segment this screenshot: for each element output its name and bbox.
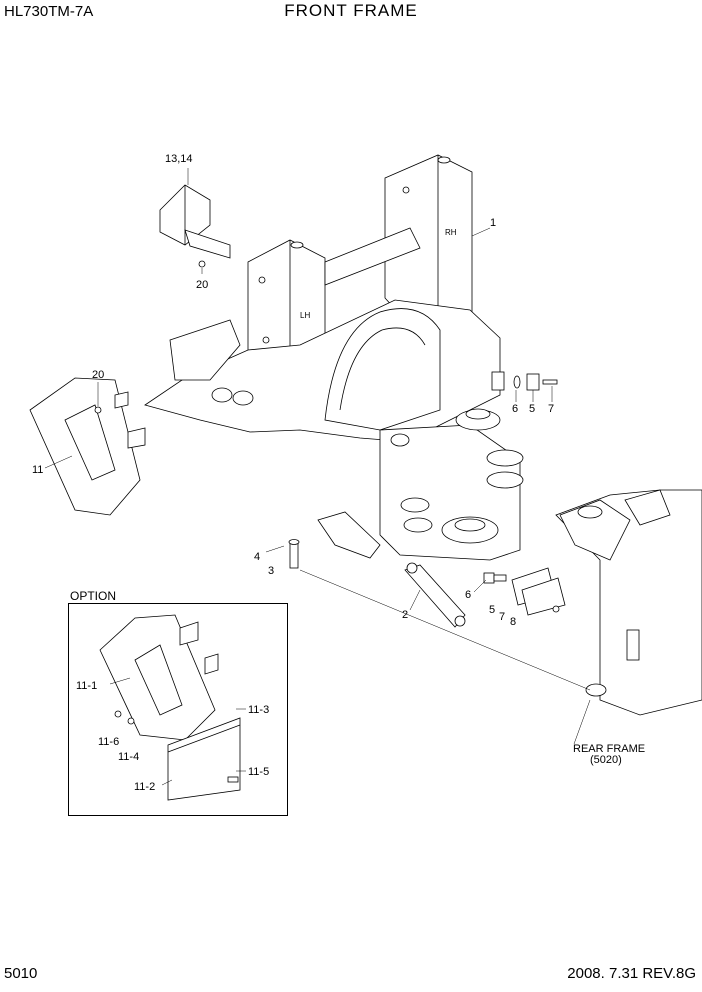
callout-5-top: 5 [529, 403, 535, 415]
callout-6-top: 6 [512, 403, 518, 415]
link-2 [404, 562, 466, 628]
pads-5-6-7-8 [483, 567, 566, 616]
callout-8: 8 [510, 616, 516, 628]
callout-11: 11 [32, 464, 43, 476]
callout-6-bottom: 6 [465, 589, 471, 601]
bracket-13-14 [159, 184, 231, 268]
leader-lines [44, 168, 591, 786]
callout-20-top: 20 [196, 279, 208, 291]
rear-frame-ref: (5020) [590, 754, 622, 766]
option-label: OPTION [70, 589, 117, 603]
fender-11 [29, 377, 146, 516]
pin-3-4 [265, 539, 300, 569]
callout-11-3: 11-3 [248, 704, 269, 716]
rear-frame-label: REAR FRAME [573, 743, 645, 755]
page-title: FRONT FRAME [284, 1, 418, 20]
callout-11-4: 11-4 [118, 751, 139, 763]
callout-4: 4 [254, 551, 260, 563]
callout-7-top: 7 [548, 403, 554, 415]
pads-5-6-7-top [491, 371, 558, 391]
callout-11-2: 11-2 [134, 781, 155, 793]
callout-2: 2 [402, 609, 408, 621]
callout-11-5: 11-5 [248, 766, 269, 778]
callout-11-1: 11-1 [76, 680, 97, 692]
model-code: HL730TM-7A [4, 3, 94, 20]
callout-5-bottom: 5 [489, 604, 495, 616]
front-frame-body: LH RH [144, 154, 524, 561]
frame-mark-rh: RH [445, 228, 457, 237]
revision-date: 2008. 7.31 REV.8G [567, 965, 696, 982]
callout-20-left: 20 [92, 369, 104, 381]
callout-1: 1 [490, 217, 496, 229]
option-fender-11-1 [99, 614, 241, 801]
callout-3: 3 [268, 565, 274, 577]
callout-13-14: 13,14 [165, 153, 193, 165]
frame-mark-lh: LH [300, 311, 310, 320]
callout-7-bottom: 7 [499, 611, 505, 623]
rear-frame-partial [555, 489, 702, 716]
callout-11-6: 11-6 [98, 736, 119, 748]
option-box [68, 603, 288, 816]
page-number: 5010 [4, 965, 38, 982]
